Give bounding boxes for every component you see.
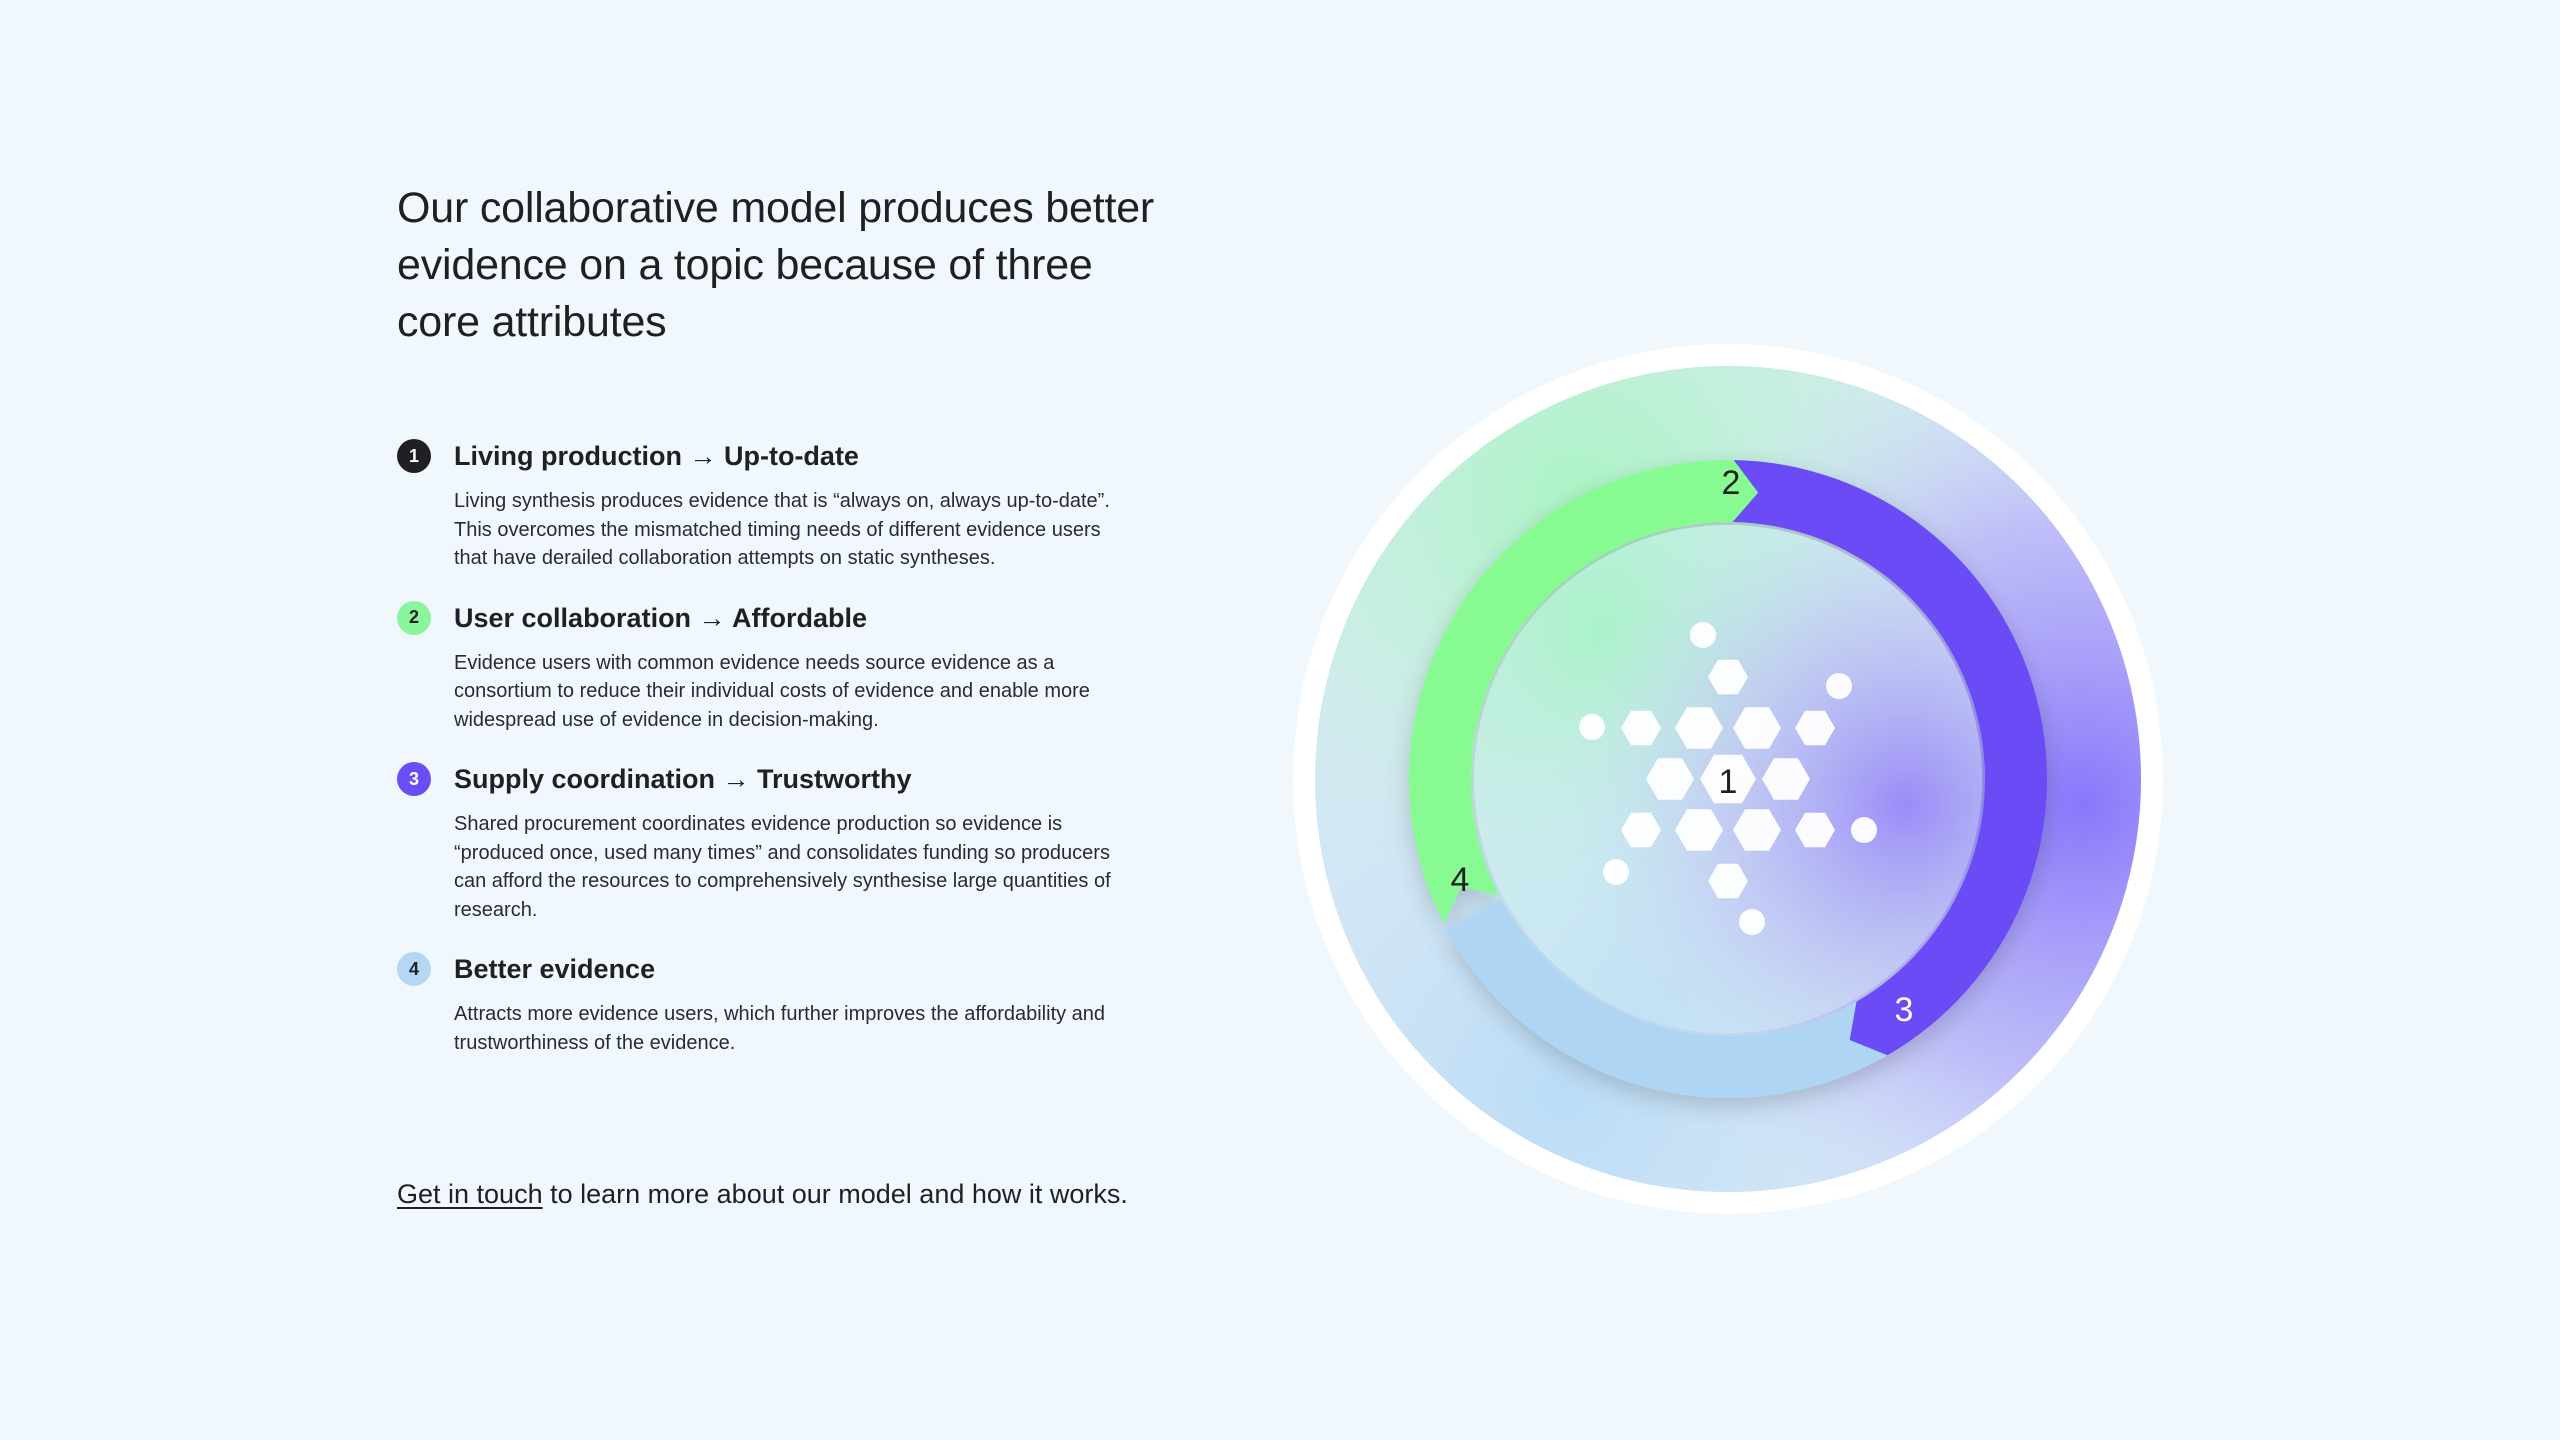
page-heading: Our collaborative model produces better … [397, 184, 1155, 346]
hexagon [1733, 707, 1781, 749]
number-badge: 1 [397, 439, 431, 473]
hexagon [1708, 863, 1748, 899]
item-description: Evidence users with common evidence need… [454, 651, 1090, 731]
number-badge: 4 [397, 952, 431, 986]
item-description: Shared procurement coordinates evidence … [454, 813, 1111, 921]
cycle-ring [1409, 460, 2047, 1098]
item-description: Attracts more evidence users, which furt… [454, 1003, 1106, 1054]
get-in-touch-link[interactable]: Get in touch [397, 1179, 543, 1209]
attribute-list: 1 Living production → Up-to-date Living … [397, 439, 1157, 1057]
list-item: 2 User collaboration → Affordable Eviden… [397, 600, 1157, 735]
item-title: Better evidence [454, 954, 656, 984]
item-title: Living production → Up-to-date [454, 441, 859, 471]
hexagon [1675, 707, 1723, 749]
small-dot [1690, 622, 1716, 648]
hexagon [1762, 758, 1810, 800]
cta-text: Get in touch to learn more about our mod… [397, 1176, 1128, 1212]
small-dot [1851, 817, 1877, 843]
ring-segment-2 [1409, 460, 1759, 924]
cycle-diagram: 1 2 3 4 [1290, 342, 2170, 1222]
small-dot [1579, 714, 1605, 740]
segment-label-4: 4 [1451, 861, 1470, 899]
segment-label-2: 2 [1722, 464, 1741, 502]
item-description: Living synthesis produces evidence that … [454, 490, 1110, 569]
hexagon [1621, 812, 1661, 848]
hexagon-cluster [1579, 622, 1877, 935]
number-badge: 2 [397, 600, 431, 635]
small-dot [1826, 673, 1852, 699]
list-item: 3 Supply coordination → Trustworthy Shar… [397, 762, 1157, 924]
cycle-diagram-svg: 1 2 3 4 [1293, 344, 2163, 1214]
number-badge: 3 [397, 762, 431, 796]
list-item: 4 Better evidence Attracts more evidence… [397, 952, 1157, 1057]
hexagon [1675, 809, 1723, 851]
hexagon [1733, 809, 1781, 851]
item-title: User collaboration → Affordable [454, 602, 868, 633]
center-label: 1 [1719, 763, 1738, 801]
small-dot [1603, 859, 1629, 885]
hexagon [1795, 710, 1835, 746]
hexagon [1708, 659, 1748, 695]
small-dot [1739, 909, 1765, 935]
hexagon [1795, 812, 1835, 848]
center-hexagon [1700, 754, 1756, 804]
content-column: Our collaborative model produces better … [397, 180, 1157, 1073]
ring-segment-3 [1732, 460, 2047, 1056]
hexagon [1621, 710, 1661, 746]
hexagon [1646, 758, 1694, 800]
list-item: 1 Living production → Up-to-date Living … [397, 439, 1157, 573]
item-title: Supply coordination → Trustworthy [454, 764, 912, 794]
ring-segment-4 [1446, 899, 2010, 1098]
cta-rest-text: to learn more about our model and how it… [542, 1179, 1128, 1209]
segment-label-3: 3 [1895, 991, 1914, 1029]
